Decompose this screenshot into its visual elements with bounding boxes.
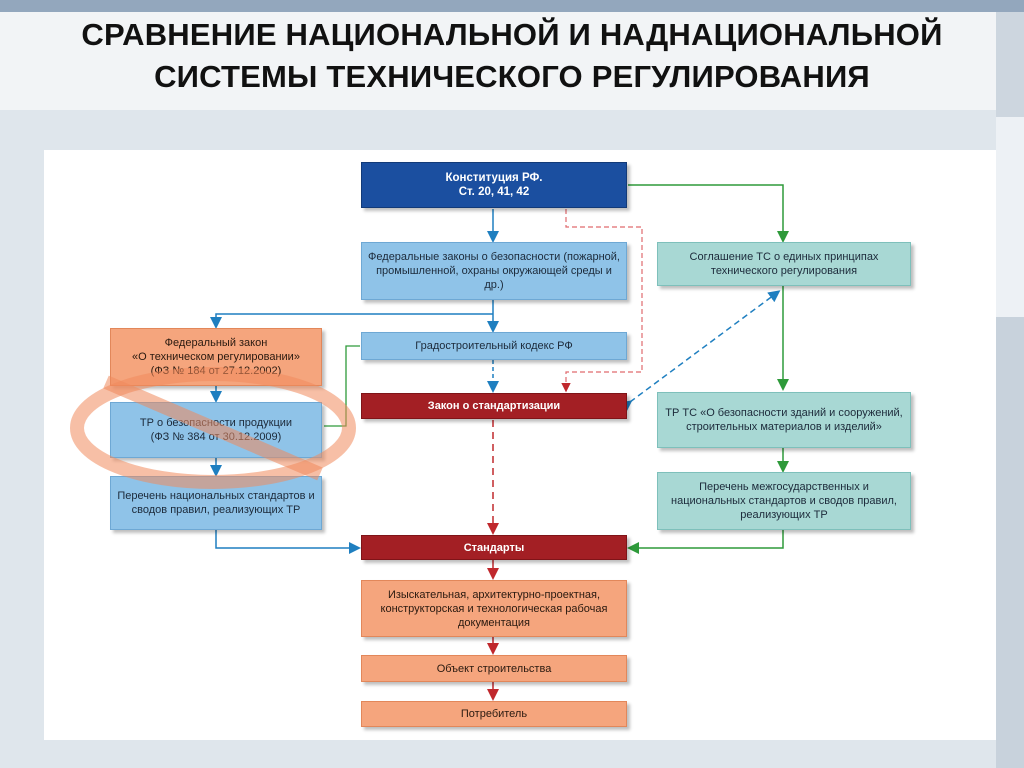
decorative-strip — [996, 317, 1024, 768]
decorative-strip — [996, 117, 1024, 317]
standards-text: Стандарты — [463, 541, 525, 554]
box-federal-laws: Федеральные законы о безопасности (пожар… — [361, 242, 627, 300]
box-ts-agreement: Соглашение ТС о единых принципах техниче… — [657, 242, 911, 286]
box-tr-safety: ТР о безопасности продукции (ФЗ № 384 от… — [110, 402, 322, 458]
fz184-line-3: (ФЗ № 184 от 27.12.2002) — [150, 365, 282, 377]
national-list-text: Перечень национальных стандартов и сводо… — [117, 490, 315, 516]
tr-ts-buildings-text: ТР ТС «О безопасности зданий и сооружени… — [665, 407, 903, 433]
interstate-list-text: Перечень межгосударственных и национальн… — [671, 481, 897, 521]
box-documentation: Изыскательная, архитектурно-проектная, к… — [361, 580, 627, 637]
title-line-2: СИСТЕМЫ ТЕХНИЧЕСКОГО РЕГУЛИРОВАНИЯ — [154, 59, 870, 94]
construction-object-text: Объект строительства — [436, 662, 552, 675]
box-tr-ts-buildings: ТР ТС «О безопасности зданий и сооружени… — [657, 392, 911, 448]
box-standardization-law: Закон о стандартизации — [361, 393, 627, 419]
box-standards: Стандарты — [361, 535, 627, 560]
decorative-strip — [996, 12, 1024, 117]
standardization-law-text: Закон о стандартизации — [427, 400, 561, 412]
bracket-gradcode — [324, 345, 360, 427]
slide-title: СРАВНЕНИЕ НАЦИОНАЛЬНОЙ И НАДНАЦИОНАЛЬНОЙ… — [0, 14, 1024, 98]
title-line-1: СРАВНЕНИЕ НАЦИОНАЛЬНОЙ И НАДНАЦИОНАЛЬНОЙ — [81, 17, 943, 52]
box-constitution: Конституция РФ. Ст. 20, 41, 42 — [361, 162, 627, 208]
tr-safety-line-1: ТР о безопасности продукции — [139, 417, 293, 429]
box-grad-code: Градостроительный кодекс РФ — [361, 332, 627, 360]
box-interstate-list: Перечень межгосударственных и национальн… — [657, 472, 911, 530]
documentation-text: Изыскательная, архитектурно-проектная, к… — [380, 588, 608, 629]
fz184-line-2: «О техническом регулировании» — [132, 351, 300, 363]
fz184-line-1: Федеральный закон — [164, 337, 268, 349]
grad-code-text: Градостроительный кодекс РФ — [415, 340, 573, 352]
title-bar — [0, 12, 996, 110]
constitution-line-2: Ст. 20, 41, 42 — [458, 186, 530, 198]
box-national-list: Перечень национальных стандартов и сводо… — [110, 476, 322, 530]
arrow-federal-fz184 — [210, 313, 493, 329]
ts-agreement-text: Соглашение ТС о единых принципах техниче… — [689, 251, 879, 277]
consumer-text: Потребитель — [460, 708, 528, 720]
box-fz184: Федеральный закон «О техническом регулир… — [110, 328, 322, 386]
arrow-constitution-ts — [628, 184, 789, 243]
arrow-standardization-ts — [619, 290, 781, 413]
tr-safety-line-2: (ФЗ № 384 от 30.12.2009) — [150, 431, 282, 443]
federal-laws-text: Федеральные законы о безопасности (пожар… — [368, 251, 620, 291]
box-construction-object: Объект строительства — [361, 655, 627, 682]
box-consumer: Потребитель — [361, 701, 627, 727]
arrow-interstate-standards — [627, 530, 784, 554]
arrow-natlist-standards — [215, 530, 361, 554]
constitution-line-1: Конституция РФ. — [445, 172, 543, 184]
